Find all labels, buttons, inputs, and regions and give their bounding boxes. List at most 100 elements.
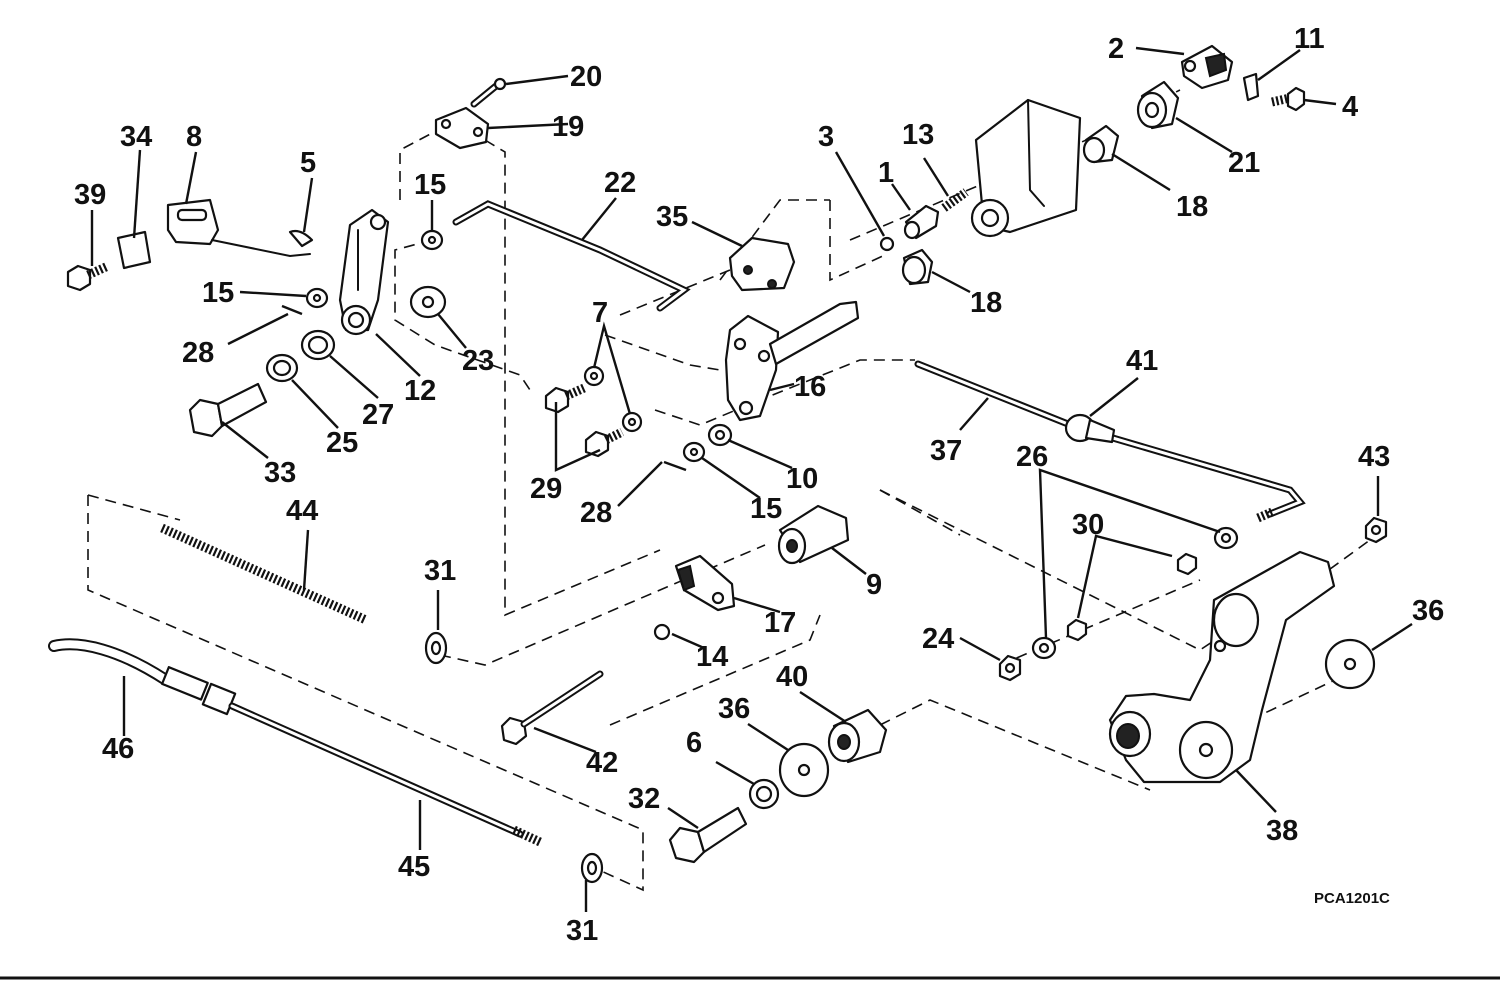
callout-1: 1 bbox=[878, 157, 894, 189]
callout-42: 42 bbox=[586, 747, 618, 779]
part-31-washer-b bbox=[580, 852, 604, 884]
part-36-washer-a bbox=[1324, 638, 1376, 690]
callout-37: 37 bbox=[930, 435, 962, 467]
callout-4: 4 bbox=[1342, 91, 1358, 123]
callout-23: 23 bbox=[462, 345, 494, 377]
callout-20: 20 bbox=[570, 61, 602, 93]
part-42-long-bolt bbox=[500, 670, 604, 746]
part-31-washer-a bbox=[424, 631, 448, 665]
callout-16: 16 bbox=[794, 371, 826, 403]
callout-19: 19 bbox=[552, 111, 584, 143]
callout-numbers: 1 2 3 4 5 6 7 8 9 10 11 12 13 14 15 15 1… bbox=[74, 23, 1444, 947]
callout-18-b: 18 bbox=[970, 287, 1002, 319]
callout-30: 30 bbox=[1072, 509, 1104, 541]
callout-14: 14 bbox=[696, 641, 728, 673]
callout-15-b: 15 bbox=[202, 277, 234, 309]
part-28-pin-a bbox=[281, 304, 303, 316]
callout-10: 10 bbox=[786, 463, 818, 495]
callout-31-a: 31 bbox=[424, 555, 456, 587]
part-43-nut bbox=[1364, 516, 1388, 544]
part-15-washer-c bbox=[682, 441, 706, 463]
part-19-yoke bbox=[434, 106, 490, 150]
callout-2: 2 bbox=[1108, 33, 1124, 65]
part-8-link-plate bbox=[166, 198, 311, 258]
part-22-rod bbox=[452, 200, 691, 312]
part-24-nut bbox=[998, 654, 1022, 682]
part-14-pin bbox=[653, 623, 671, 641]
part-30-nut-a bbox=[1176, 552, 1198, 576]
callout-24: 24 bbox=[922, 623, 954, 655]
part-17-connector bbox=[674, 554, 736, 612]
callout-29: 29 bbox=[530, 473, 562, 505]
part-21-roller bbox=[1136, 80, 1180, 130]
part-32-bolt bbox=[668, 806, 748, 864]
callout-15-a: 15 bbox=[414, 169, 446, 201]
part-38-lever-assembly bbox=[1108, 550, 1336, 784]
part-housing-bracket bbox=[970, 98, 1082, 238]
callout-31-b: 31 bbox=[566, 915, 598, 947]
callout-6: 6 bbox=[686, 727, 702, 759]
callout-15-c: 15 bbox=[750, 493, 782, 525]
part-11-clip bbox=[1242, 72, 1260, 102]
callout-35: 35 bbox=[656, 201, 688, 233]
part-3-ball bbox=[879, 236, 895, 252]
part-13-spring bbox=[941, 188, 969, 212]
callout-33: 33 bbox=[264, 457, 296, 489]
callout-26: 26 bbox=[1016, 441, 1048, 473]
callout-13: 13 bbox=[902, 119, 934, 151]
part-39-bolt bbox=[66, 261, 110, 292]
part-1-bushing bbox=[903, 204, 940, 240]
part-15-washer-b bbox=[305, 287, 329, 309]
part-41-ball-joint bbox=[1064, 413, 1116, 444]
callout-46: 46 bbox=[102, 733, 134, 765]
part-44-spring bbox=[160, 523, 368, 625]
part-25-washer bbox=[265, 353, 299, 383]
part-36-washer-b bbox=[778, 742, 830, 798]
callout-3: 3 bbox=[818, 121, 834, 153]
part-9-bushing bbox=[777, 504, 850, 565]
callout-28-b: 28 bbox=[580, 497, 612, 529]
leader-lines bbox=[90, 46, 1413, 912]
callout-40: 40 bbox=[776, 661, 808, 693]
callout-34: 34 bbox=[120, 121, 152, 153]
callout-44: 44 bbox=[286, 495, 318, 527]
part-40-bushing bbox=[827, 708, 888, 764]
part-29-screw-b bbox=[584, 427, 625, 458]
part-2-clamp bbox=[1180, 44, 1234, 90]
part-18-bushing-a bbox=[1082, 124, 1120, 164]
callout-32: 32 bbox=[628, 783, 660, 815]
callout-5: 5 bbox=[300, 147, 316, 179]
callout-36-a: 36 bbox=[718, 693, 750, 725]
callout-27: 27 bbox=[362, 399, 394, 431]
callout-36-b: 36 bbox=[1412, 595, 1444, 627]
callout-18-a: 18 bbox=[1176, 191, 1208, 223]
part-33-bolt bbox=[188, 382, 268, 438]
part-7-lockwasher-b bbox=[621, 411, 643, 433]
callout-11: 11 bbox=[1294, 23, 1325, 55]
part-35-bracket bbox=[728, 236, 796, 292]
part-12-throttle-arm bbox=[338, 208, 390, 336]
part-7-lockwasher-a bbox=[583, 365, 605, 387]
part-37-linkage-rod bbox=[914, 360, 1306, 523]
part-46-cable-casing bbox=[48, 638, 237, 716]
part-27-washer bbox=[300, 329, 336, 361]
part-15-washer-a bbox=[420, 229, 444, 251]
part-29-screw-a bbox=[544, 383, 586, 414]
callout-38: 38 bbox=[1266, 815, 1298, 847]
part-4-screw bbox=[1271, 86, 1306, 112]
callout-28-a: 28 bbox=[182, 337, 214, 369]
part-28-pin-b bbox=[663, 460, 687, 472]
part-16-shift-lever bbox=[724, 300, 860, 422]
callout-25: 25 bbox=[326, 427, 358, 459]
callout-39: 39 bbox=[74, 179, 106, 211]
callout-22: 22 bbox=[604, 167, 636, 199]
callout-43: 43 bbox=[1358, 441, 1390, 473]
callout-12: 12 bbox=[404, 375, 436, 407]
part-10-washer bbox=[707, 423, 733, 447]
part-6-washer bbox=[748, 778, 780, 810]
callout-21: 21 bbox=[1228, 147, 1260, 179]
callout-45: 45 bbox=[398, 851, 430, 883]
callout-17: 17 bbox=[764, 607, 796, 639]
callout-41: 41 bbox=[1126, 345, 1158, 377]
